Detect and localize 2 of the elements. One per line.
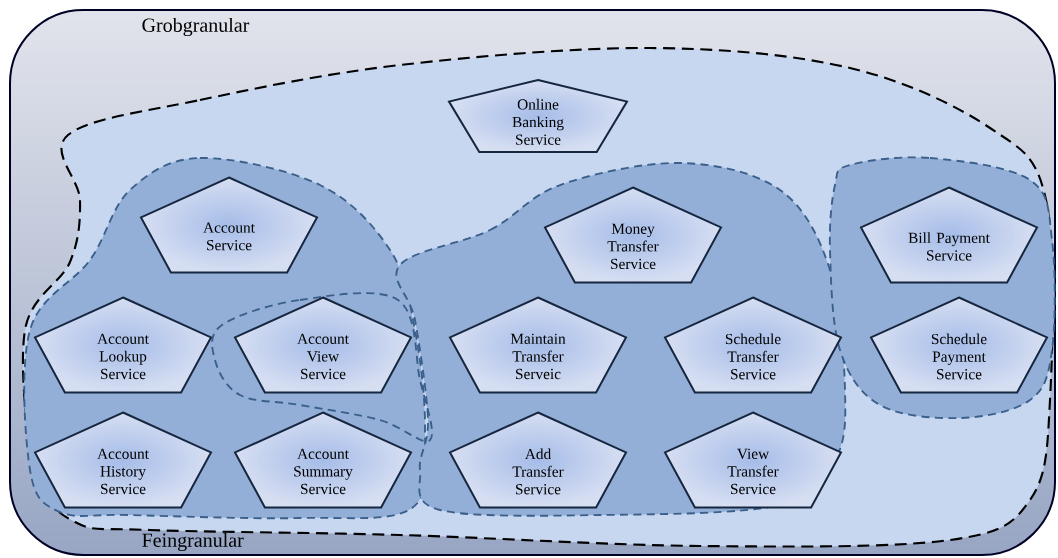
group-label: Feingranular <box>142 532 244 552</box>
group-label: Grobgranular <box>142 17 250 37</box>
